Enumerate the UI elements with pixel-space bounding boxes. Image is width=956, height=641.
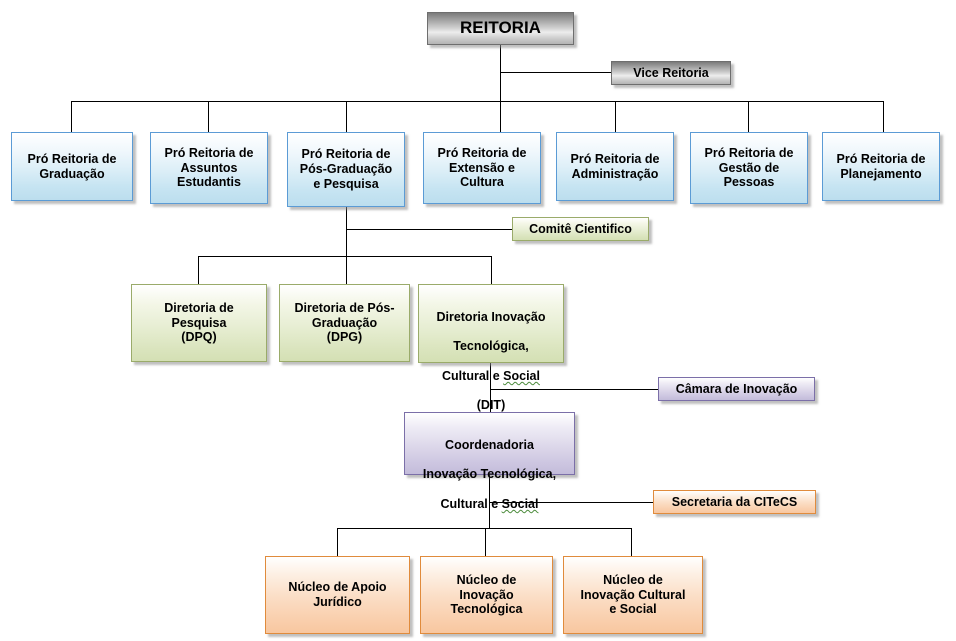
node-camara-inovacao[interactable]: Câmara de Inovação [658, 377, 815, 401]
dit-line-1: Diretoria Inovação [436, 309, 546, 324]
node-diretoria-inovacao-dit[interactable]: Diretoria Inovação Tecnológica, Cultural… [418, 284, 564, 412]
dit-line-4: (DIT) [476, 398, 506, 413]
connector-drop-nucleo-cultural [631, 528, 632, 556]
connector-dit-stem [490, 363, 491, 413]
connector-drop-dpq [198, 256, 199, 284]
node-pro-reitoria-administracao[interactable]: Pró Reitoria de Administração [556, 132, 674, 201]
connector-reitoria-vice [500, 72, 611, 73]
node-pro-reitoria-graduacao[interactable]: Pró Reitoria de Graduação [11, 132, 133, 201]
connector-drop-assuntos [208, 101, 209, 132]
connector-reitoria-stem [500, 45, 501, 101]
connector-diretorias-bus [198, 256, 491, 257]
connector-drop-planejamento [883, 101, 884, 132]
connector-drop-gestao [748, 101, 749, 132]
dit-line-3-prefix: Cultural e [442, 368, 504, 383]
node-diretoria-pesquisa-dpq[interactable]: Diretoria de Pesquisa (DPQ) [131, 284, 267, 362]
node-pro-reitoria-gestao-pessoas[interactable]: Pró Reitoria de Gestão de Pessoas [690, 132, 808, 204]
node-pro-reitoria-planejamento[interactable]: Pró Reitoria de Planejamento [822, 132, 940, 201]
dit-line-2: Tecnológica, [453, 339, 529, 354]
node-secretaria-citecs[interactable]: Secretaria da CITeCS [653, 490, 816, 514]
connector-drop-nucleo-juridico [337, 528, 338, 556]
coordenadoria-line-1: Coordenadoria [445, 437, 534, 452]
node-pro-reitoria-assuntos-estudantis[interactable]: Pró Reitoria de Assuntos Estudantis [150, 132, 268, 204]
connector-drop-dpg [346, 256, 347, 284]
coordenadoria-line-2: Inovação Tecnológica, [422, 467, 557, 482]
node-nucleo-apoio-juridico[interactable]: Núcleo de Apoio Jurídico [265, 556, 410, 634]
node-coordenadoria-citecs[interactable]: Coordenadoria Inovação Tecnológica, Cult… [404, 412, 575, 511]
connector-pospesquisa-stem [346, 207, 347, 284]
connector-proreitoria-bus [71, 101, 883, 102]
coordenadoria-line-3-prefix: Cultural e [440, 496, 502, 511]
connector-secretaria-citecs [489, 502, 653, 503]
dit-line-3: Cultural e Social [419, 369, 563, 384]
connector-comite-cientifico [346, 229, 512, 230]
node-comite-cientifico[interactable]: Comitê Cientifico [512, 217, 649, 241]
connector-camara-inovacao [490, 389, 658, 390]
coordenadoria-line-3-misspelled-word: Social [501, 496, 539, 511]
dit-line-3-misspelled-word: Social [503, 368, 540, 383]
connector-drop-graduacao [71, 101, 72, 132]
connector-drop-nucleo-tecnologica [485, 528, 486, 556]
connector-drop-extensao [500, 101, 501, 132]
node-vice-reitoria[interactable]: Vice Reitoria [611, 61, 731, 85]
coordenadoria-line-3: Cultural e Social [405, 497, 574, 512]
node-diretoria-pos-graduacao-dpg[interactable]: Diretoria de Pós- Graduação (DPG) [279, 284, 410, 362]
node-nucleo-inovacao-cultural-social[interactable]: Núcleo de Inovação Cultural e Social [563, 556, 703, 634]
connector-drop-administracao [615, 101, 616, 132]
connector-drop-pos-pesquisa [346, 101, 347, 132]
node-reitoria[interactable]: REITORIA [427, 12, 574, 45]
node-nucleo-inovacao-tecnologica[interactable]: Núcleo de Inovação Tecnológica [420, 556, 553, 634]
connector-nucleos-bus [337, 528, 631, 529]
connector-drop-dit [491, 256, 492, 284]
node-pro-reitoria-pos-graduacao-pesquisa[interactable]: Pró Reitoria de Pós-Graduação e Pesquisa [287, 132, 405, 207]
connector-coordenadoria-stem [489, 475, 490, 528]
node-pro-reitoria-extensao-cultura[interactable]: Pró Reitoria de Extensão e Cultura [423, 132, 541, 204]
